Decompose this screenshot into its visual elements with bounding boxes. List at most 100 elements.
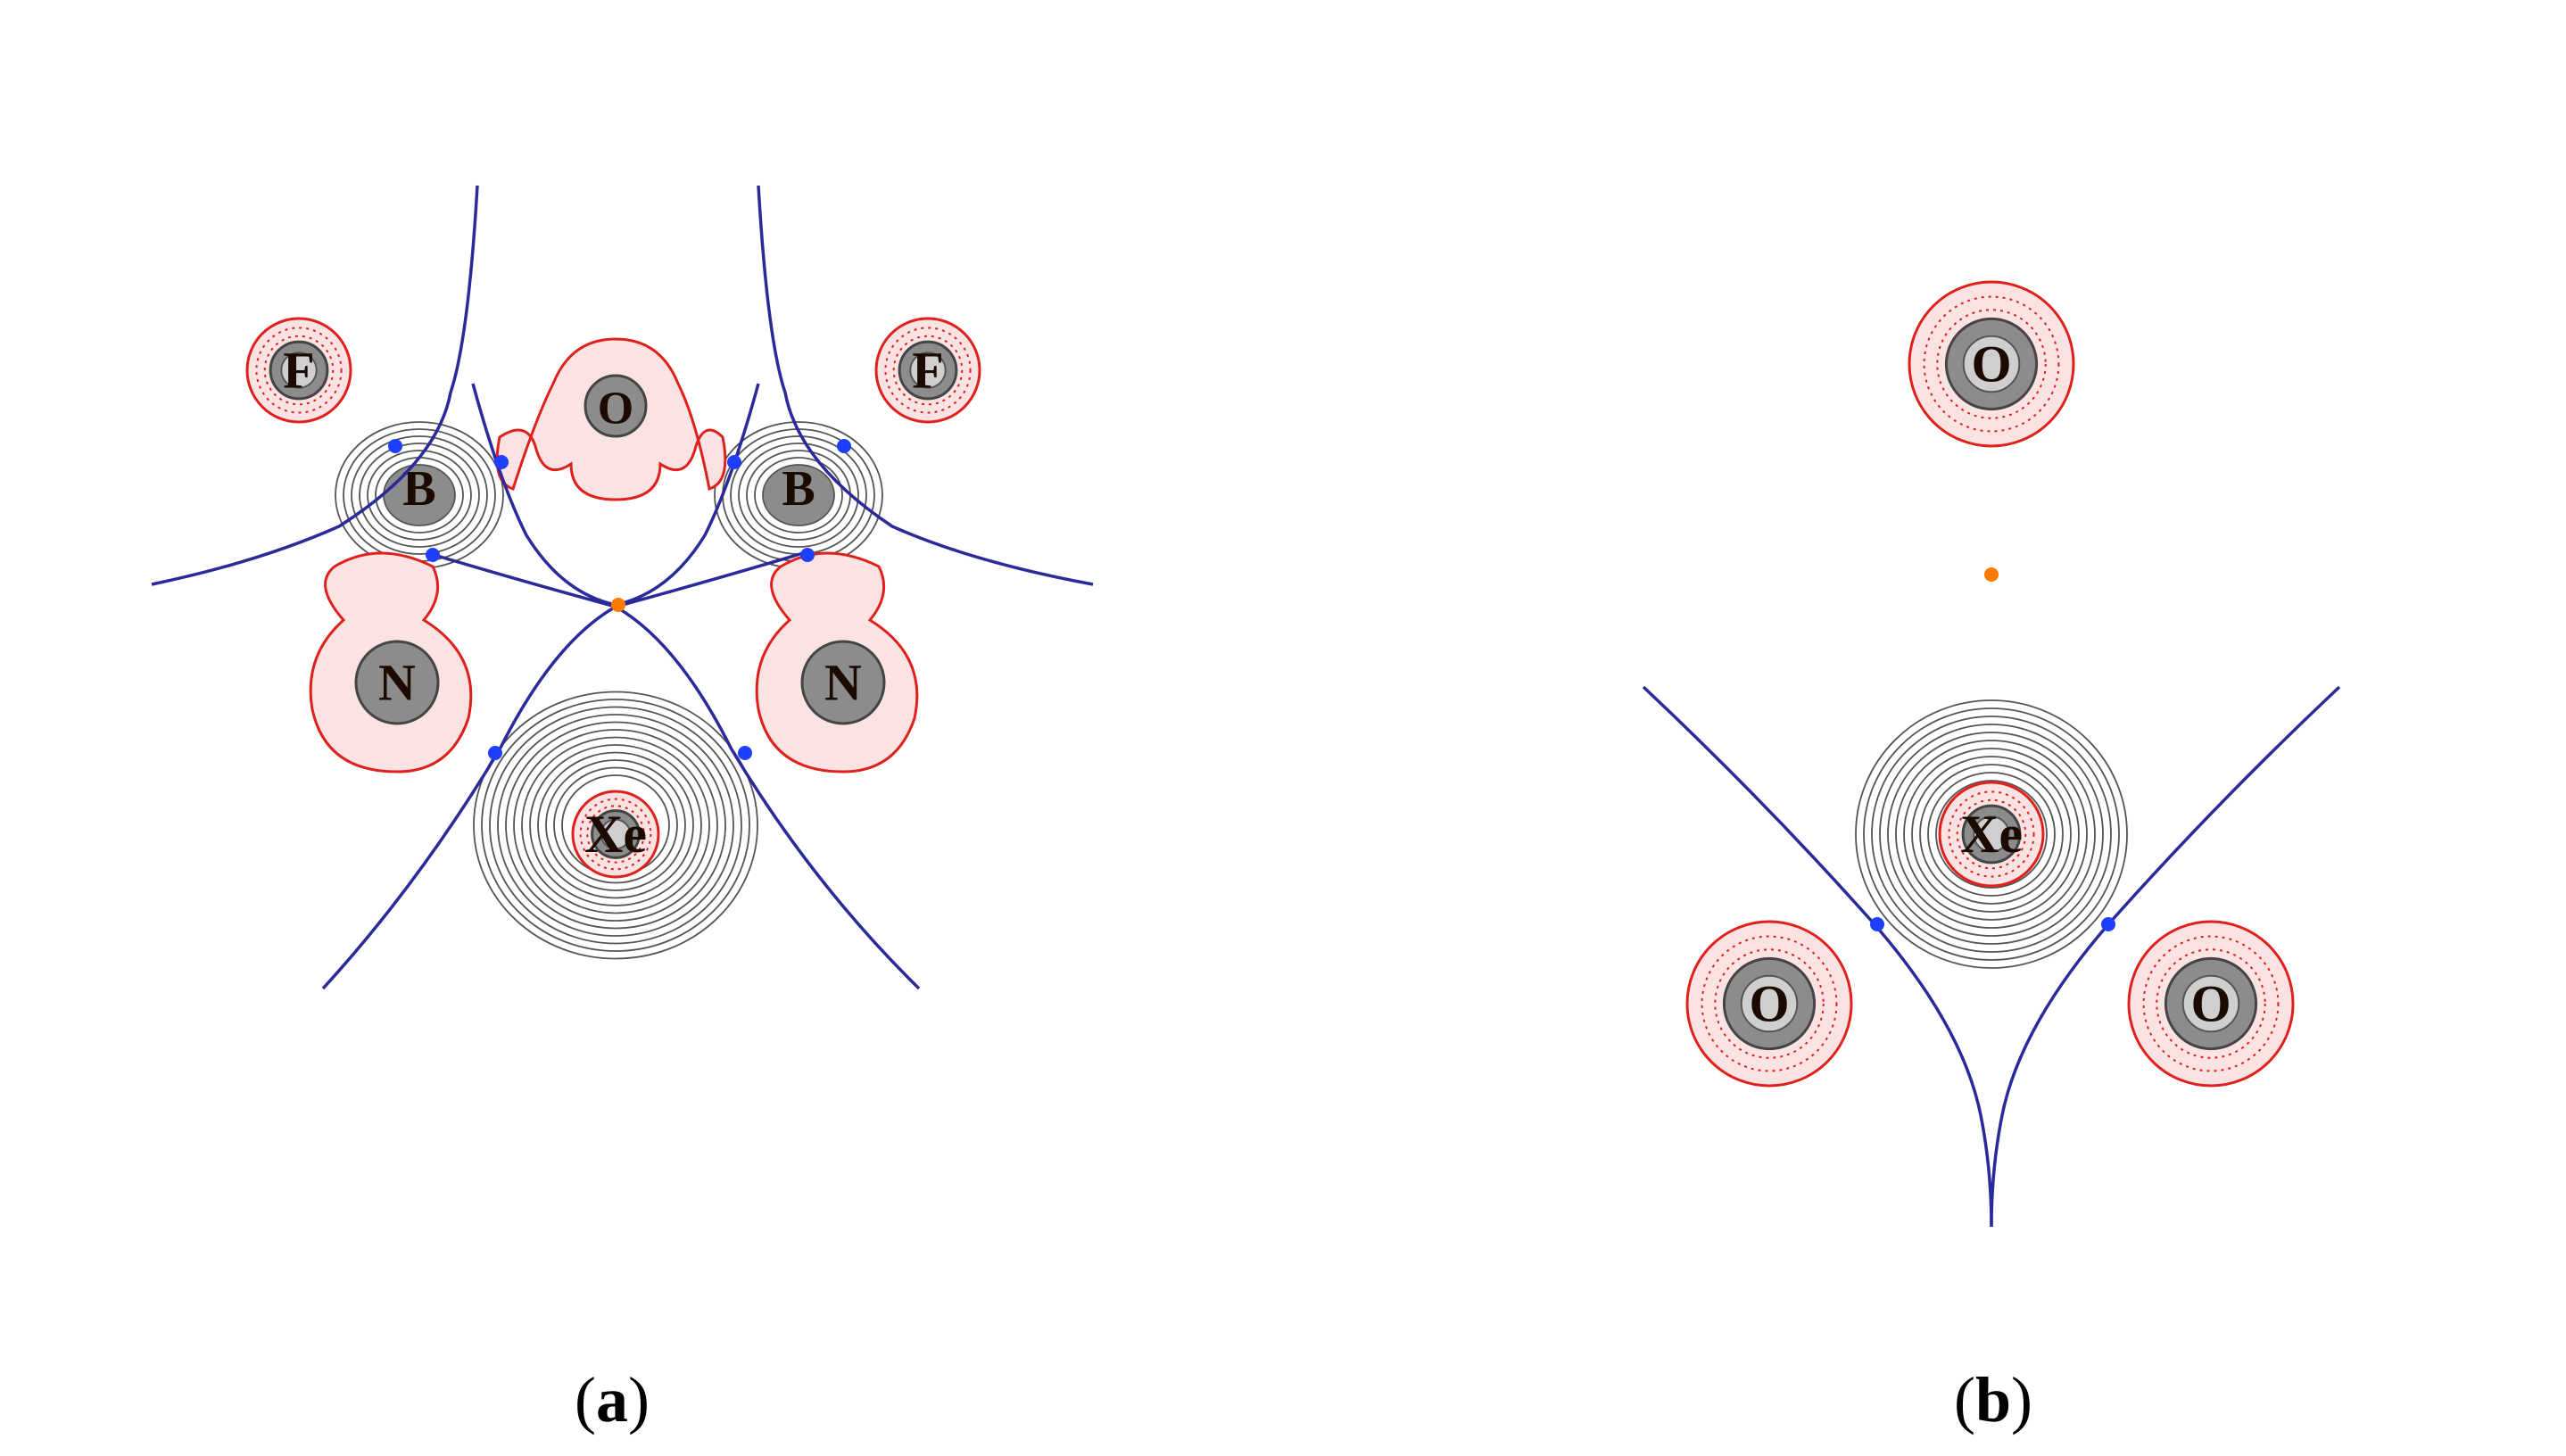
contour-line: [738, 443, 859, 548]
caption-letter: b: [1974, 1364, 2012, 1435]
bond-critical-point: [837, 439, 851, 453]
atom-label: Xe: [1960, 805, 2023, 864]
contour-line: [1919, 764, 2064, 905]
contour-line: [1911, 756, 2072, 913]
contour-line: [521, 736, 710, 914]
contour-line: [351, 435, 488, 555]
atomic-core-inner: [280, 352, 318, 389]
atom-label: O: [1971, 335, 2011, 393]
contour-line: [1761, 355, 2221, 1014]
contour-line: [1762, 356, 2221, 1013]
atom-label: F: [283, 342, 314, 400]
atom-label: O: [2190, 975, 2231, 1033]
bond-critical-point: [2101, 917, 2115, 931]
atom-label: O: [598, 384, 633, 434]
atomic-core: [800, 640, 886, 725]
bond-critical-point: [488, 746, 502, 760]
bond-critical-point: [426, 548, 440, 562]
contour-line: [505, 721, 726, 930]
zero-flux-path: [1642, 685, 1993, 1228]
panel-b-caption: (b): [1954, 1363, 2032, 1437]
contour-line: [367, 450, 472, 541]
contour-line: [762, 464, 835, 526]
contour-line: [489, 706, 742, 945]
negative-contour: [884, 327, 972, 414]
ring-critical-point: [611, 598, 625, 612]
atom-f-right: F: [874, 317, 981, 424]
zero-flux-path: [321, 605, 617, 990]
bond-critical-point: [1870, 917, 1884, 931]
zero-flux-path: [151, 185, 479, 586]
zero-flux-path: [615, 605, 921, 990]
caption-open-paren: (: [1953, 1364, 1975, 1435]
atomic-core-inner: [1740, 974, 1799, 1033]
atom-label: Xe: [584, 805, 647, 864]
caption-close-paren: ): [2011, 1364, 2033, 1435]
contour-line: [1756, 352, 2226, 1018]
xe-shell-contours: [1855, 699, 2128, 969]
atomic-core-inner: [909, 352, 947, 389]
contour-line: [1755, 350, 2227, 1020]
zero-flux-path: [1990, 685, 2341, 1228]
negative-contour: [263, 335, 335, 406]
contour-line: [497, 714, 734, 937]
contour-line: [545, 759, 686, 891]
contour-line: [1759, 354, 2222, 1016]
atom-label: N: [378, 654, 416, 712]
xe-shell-contours: [473, 691, 758, 960]
contour-line: [1903, 748, 2080, 921]
atomic-core: [354, 640, 440, 725]
atom-o-top: O: [1908, 280, 2075, 448]
atom-n-right: N: [755, 551, 919, 774]
atom-o-right: O: [2127, 920, 2295, 1088]
atomic-core: [584, 374, 648, 438]
atom-xe: Xe: [1938, 781, 2045, 888]
atomic-core-inner: [600, 818, 632, 850]
bond-critical-point: [738, 746, 752, 760]
negative-contour: [255, 327, 343, 414]
negative-contour: [1948, 790, 2035, 878]
negative-contour: [892, 335, 964, 406]
bond-critical-point: [494, 455, 509, 469]
contour-line: [553, 766, 678, 884]
contour-line: [1762, 357, 2221, 1012]
negative-contour: [1956, 798, 2027, 870]
contour-line: [1751, 346, 2231, 1024]
atomic-core-inner: [1962, 335, 2021, 393]
bond-critical-point: [388, 439, 402, 453]
negative-contour: [1936, 309, 2047, 419]
negative-contour: [579, 798, 652, 871]
contour-line: [359, 443, 480, 548]
contour-line: [473, 691, 758, 960]
atom-f-left: F: [245, 317, 352, 424]
contour-line: [481, 699, 750, 952]
bond-critical-point: [800, 548, 815, 562]
contour-line: [1855, 699, 2128, 969]
caption-open-paren: (: [575, 1364, 596, 1435]
negative-contour: [2142, 935, 2280, 1072]
contour-line: [513, 729, 718, 922]
negative-contour: [1923, 295, 2060, 433]
contour-line: [1757, 352, 2225, 1017]
contour-line: [529, 744, 702, 906]
atomic-core-inner: [2181, 974, 2240, 1033]
contour-line: [1759, 353, 2223, 1017]
panel-a-caption: (a): [575, 1363, 650, 1437]
contour-line: [1863, 707, 2120, 961]
contour-line: [1752, 347, 2230, 1023]
contour-line: [754, 457, 843, 534]
negative-contour: [1714, 948, 1825, 1059]
contour-line: [537, 751, 694, 899]
atomic-core-inner: [1973, 815, 2010, 853]
caption-letter: a: [596, 1364, 628, 1435]
contour-line: [1879, 724, 2104, 945]
contour-line: [1871, 716, 2112, 953]
atom-label-b: B: [782, 461, 815, 517]
atom-label: N: [824, 654, 862, 712]
atom-label: O: [1749, 975, 1789, 1033]
contour-line: [1935, 780, 2048, 889]
atom-xe: Xe: [571, 790, 660, 879]
